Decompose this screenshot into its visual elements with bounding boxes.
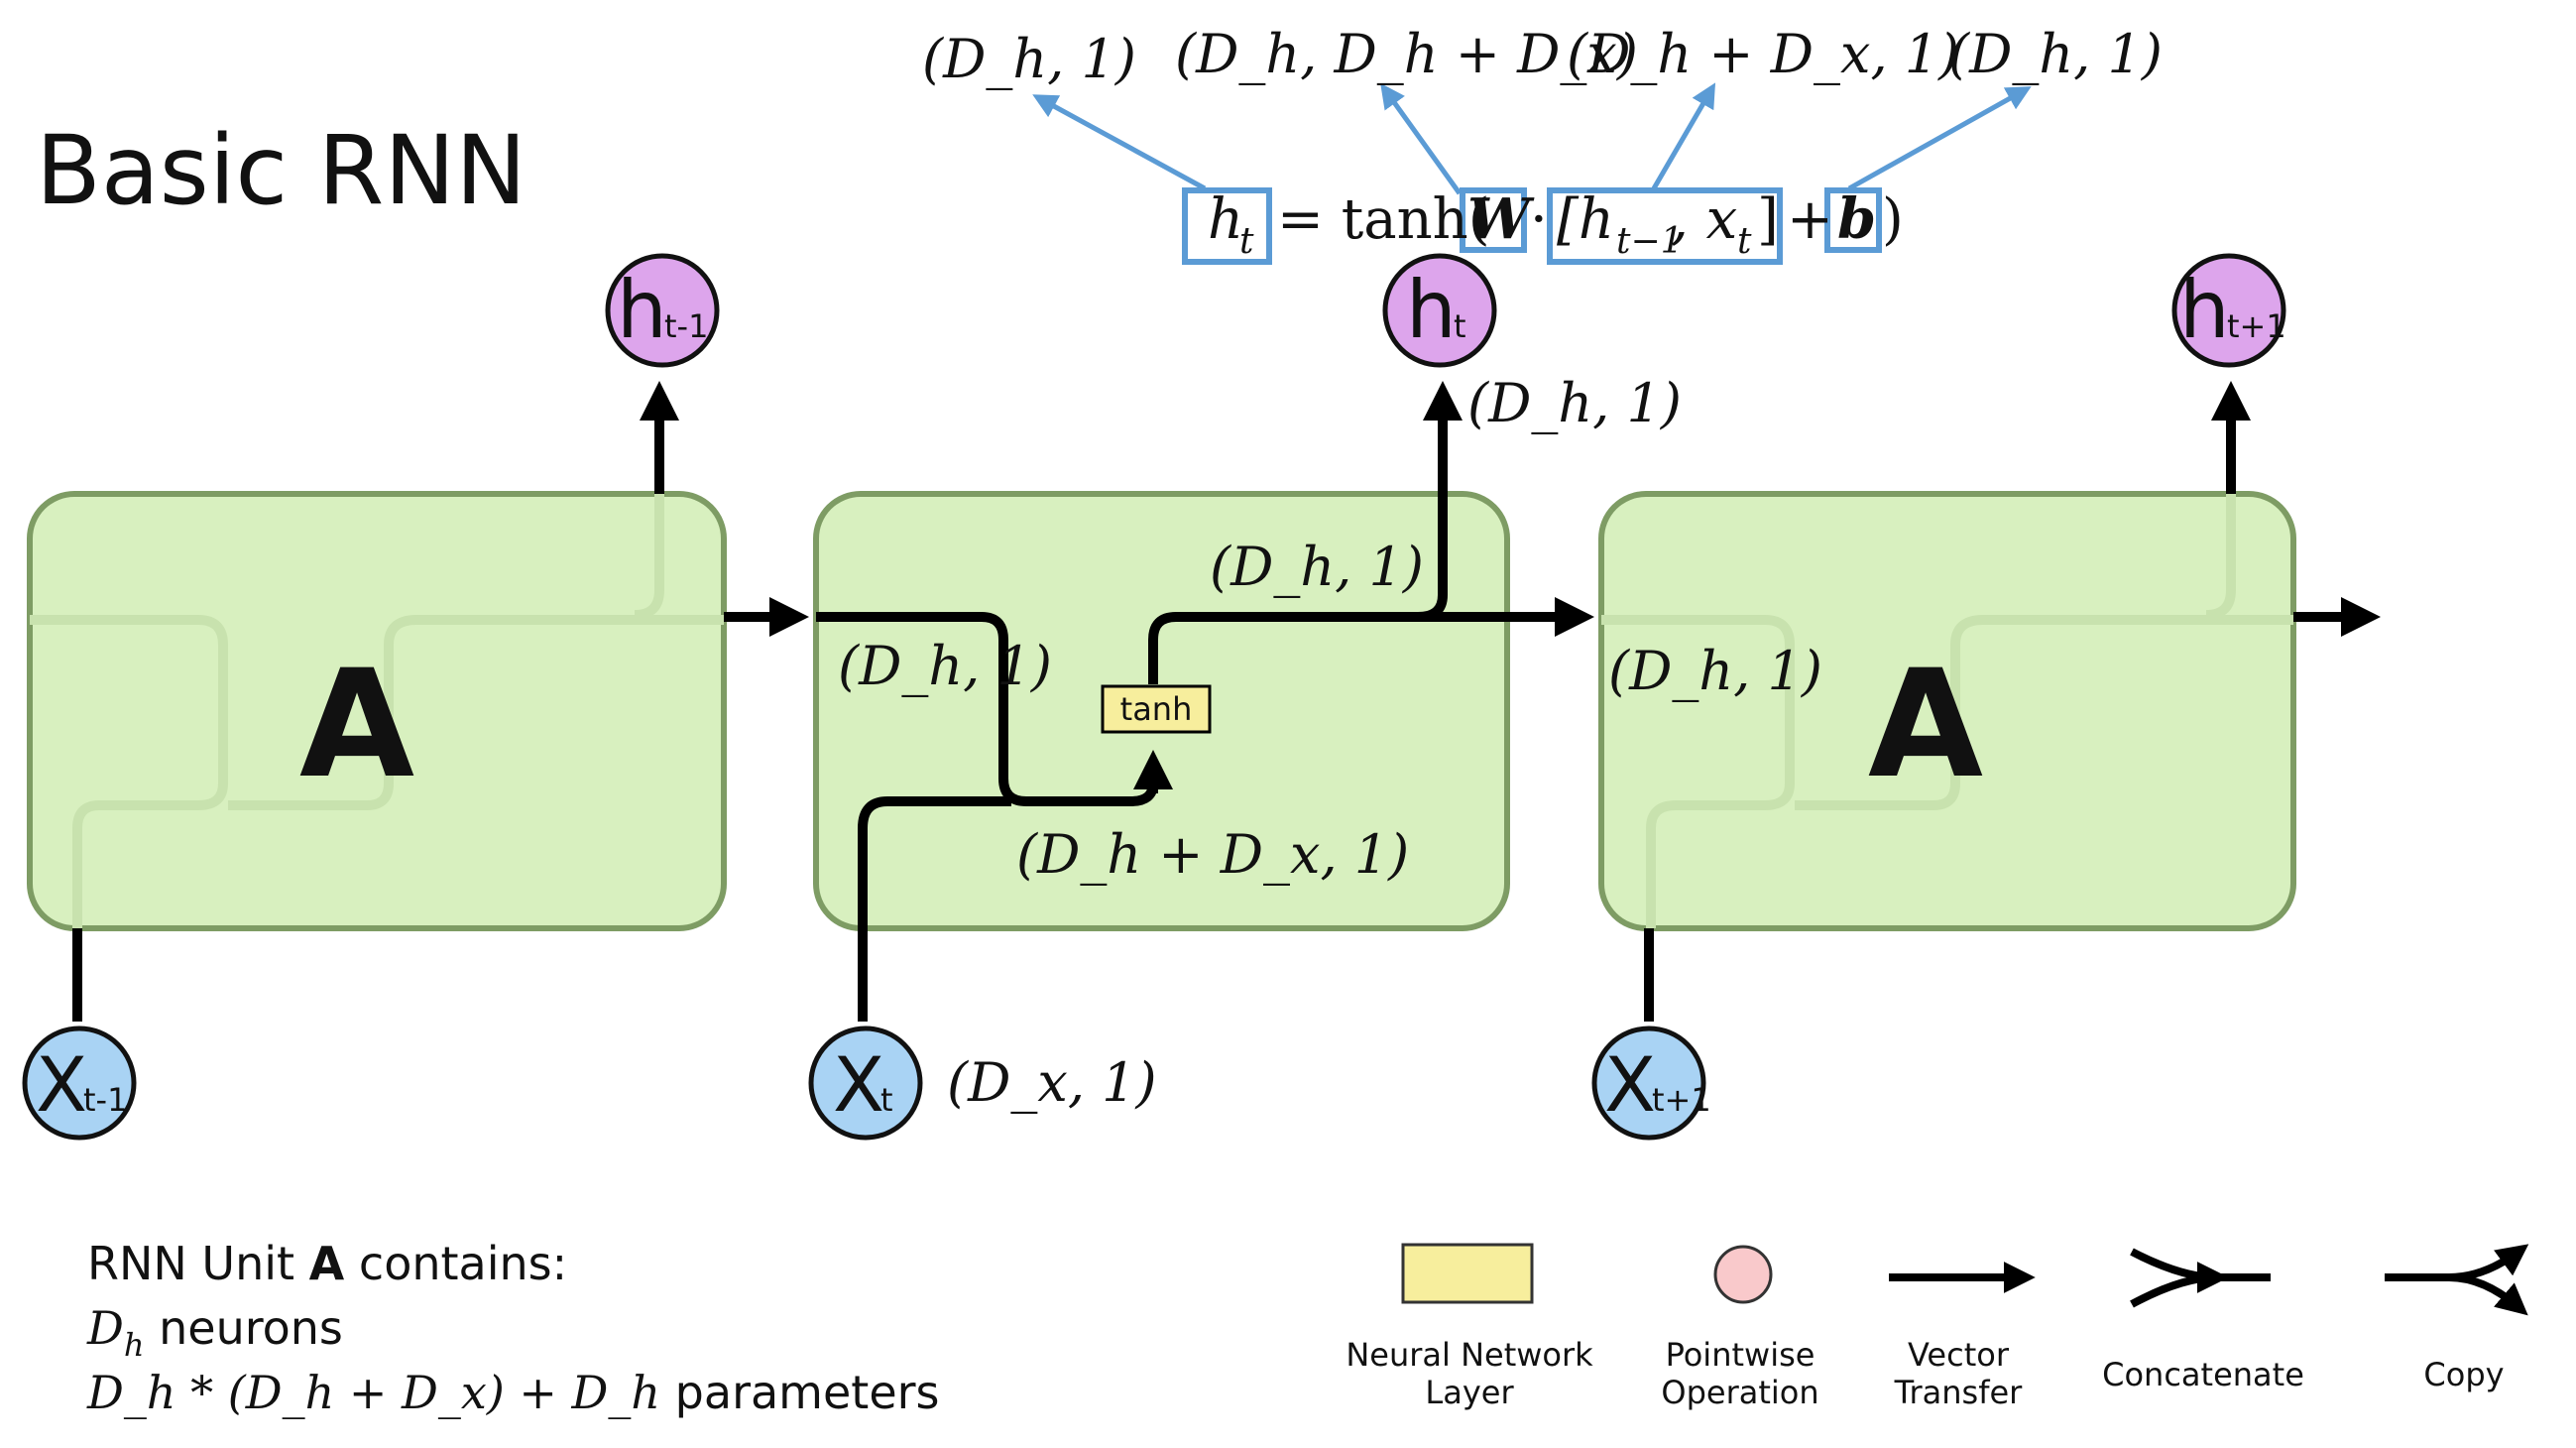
node-x-cur: X t xyxy=(808,1026,923,1141)
callout-box-b xyxy=(1824,187,1882,253)
inner-path-left xyxy=(30,615,228,928)
legend-layer-line2: Layer xyxy=(1425,1374,1514,1411)
legend-layer-icon xyxy=(1401,1243,1534,1304)
equation: h t = tanh( W · [h t−1 , x t ] + b ) xyxy=(1182,186,1904,265)
inner-path-right xyxy=(1601,615,1795,928)
legend-vector-line1: Vector xyxy=(1908,1336,2010,1374)
node-x-cur-sub: t xyxy=(880,1081,893,1119)
callout-arrow-W xyxy=(1380,82,1463,195)
path-x-in xyxy=(858,796,1011,1022)
eq-eq: = tanh( xyxy=(1277,187,1490,252)
dim-x-in: (D_x, 1) xyxy=(947,1051,1157,1114)
eq-W: W xyxy=(1467,186,1535,252)
node-x-next-sub: t+1 xyxy=(1652,1081,1711,1119)
node-x-prev-sub: t-1 xyxy=(83,1081,127,1119)
callout-arrow-b xyxy=(1847,86,2032,191)
node-h-prev-label: h xyxy=(617,264,667,356)
legend-copy-icon-branch xyxy=(2448,1273,2528,1316)
notes-line2: Dh neurons xyxy=(86,1301,343,1364)
node-h-next-label: h xyxy=(2179,264,2230,356)
cell-label-right: A xyxy=(1868,639,1983,811)
node-x-next: X t+1 xyxy=(1591,1026,1711,1141)
callout-box-h xyxy=(1182,187,1272,265)
tanh-label: tanh xyxy=(1120,690,1193,728)
legend-concatenate-icon xyxy=(2130,1248,2271,1308)
inner-path-left-3 xyxy=(634,494,664,620)
notes-line1: RNN Unit A contains: xyxy=(87,1237,567,1290)
dim-ht-arrow: (D_h, 1) xyxy=(1467,372,1682,434)
node-h-prev: h t-1 xyxy=(605,253,720,368)
page-title: Basic RNN xyxy=(36,115,527,226)
eq-plus: + xyxy=(1787,187,1833,252)
notes-line3: D_h * (D_h + D_x) + D_h parameters xyxy=(86,1366,940,1419)
notes: RNN Unit A contains: Dh neurons D_h * (D… xyxy=(86,1237,940,1419)
node-h-cur-sub: t xyxy=(1454,307,1466,345)
legend-layer-line1: Neural Network xyxy=(1346,1336,1593,1374)
cell-label-left: A xyxy=(299,639,414,811)
path-ht-up xyxy=(1417,381,1463,622)
eq-concat-open: [h xyxy=(1557,187,1614,252)
eq-close: ) xyxy=(1882,187,1904,252)
legend: Neural Network Layer Pointwise Operation… xyxy=(1346,1243,2529,1411)
node-h-next: h t+1 xyxy=(2171,253,2286,368)
dim-W: (D_h, D_h + D_x) xyxy=(1175,23,1638,85)
dim-b: (D_h, 1) xyxy=(1948,23,2163,85)
tanh-layer xyxy=(1101,684,1212,734)
eq-concat-sub2: t xyxy=(1737,221,1752,262)
callout-box-W xyxy=(1460,187,1527,253)
node-x-prev: X t-1 xyxy=(22,1026,137,1141)
rnn-cell-right xyxy=(1598,491,2296,931)
eq-h-sub: t xyxy=(1239,221,1254,262)
callout-box-concat xyxy=(1547,187,1783,265)
eq-dot: · xyxy=(1530,187,1548,252)
dim-h-out: (D_h, 1) xyxy=(922,28,1136,90)
dim-state-out: (D_h, 1) xyxy=(1210,536,1424,598)
inner-path-right-3 xyxy=(2205,494,2236,620)
dim-right-state-in: (D_h, 1) xyxy=(1608,640,1822,702)
node-x-cur-label: X xyxy=(833,1040,884,1129)
inner-path-right-2 xyxy=(1795,615,2293,810)
inner-path-left-2 xyxy=(228,615,724,810)
node-h-next-sub: t+1 xyxy=(2227,307,2286,345)
rnn-cell-left xyxy=(27,491,727,931)
legend-concatenate: Concatenate xyxy=(2102,1356,2304,1393)
path-state-in xyxy=(816,612,1158,806)
legend-vector-line2: Transfer xyxy=(1894,1374,2024,1411)
dim-concat: (D_h + D_x, 1) xyxy=(1567,23,1959,85)
legend-pointwise-icon xyxy=(1713,1245,1773,1304)
legend-pointwise-line2: Operation xyxy=(1661,1374,1818,1411)
legend-pointwise-line1: Pointwise xyxy=(1666,1336,1815,1374)
eq-concat-close: ] xyxy=(1757,187,1779,252)
eq-b: b xyxy=(1837,186,1876,252)
legend-copy: Copy xyxy=(2423,1356,2504,1393)
dim-concat-in: (D_h + D_x, 1) xyxy=(1016,823,1409,886)
callout-arrow-h xyxy=(1032,94,1207,191)
node-h-prev-sub: t-1 xyxy=(664,307,708,345)
path-tanh-out xyxy=(1148,612,1443,684)
eq-concat-mid: , x xyxy=(1671,187,1737,252)
node-h-cur: h t xyxy=(1382,253,1497,368)
dim-state-in: (D_h, 1) xyxy=(838,635,1052,697)
node-x-prev-label: X xyxy=(36,1040,87,1129)
node-x-next-label: X xyxy=(1604,1040,1656,1129)
eq-h: h xyxy=(1208,187,1243,252)
eq-concat-sub1: t−1 xyxy=(1616,221,1684,262)
callout-arrow-concat xyxy=(1651,82,1716,190)
node-h-cur-label: h xyxy=(1406,264,1457,356)
